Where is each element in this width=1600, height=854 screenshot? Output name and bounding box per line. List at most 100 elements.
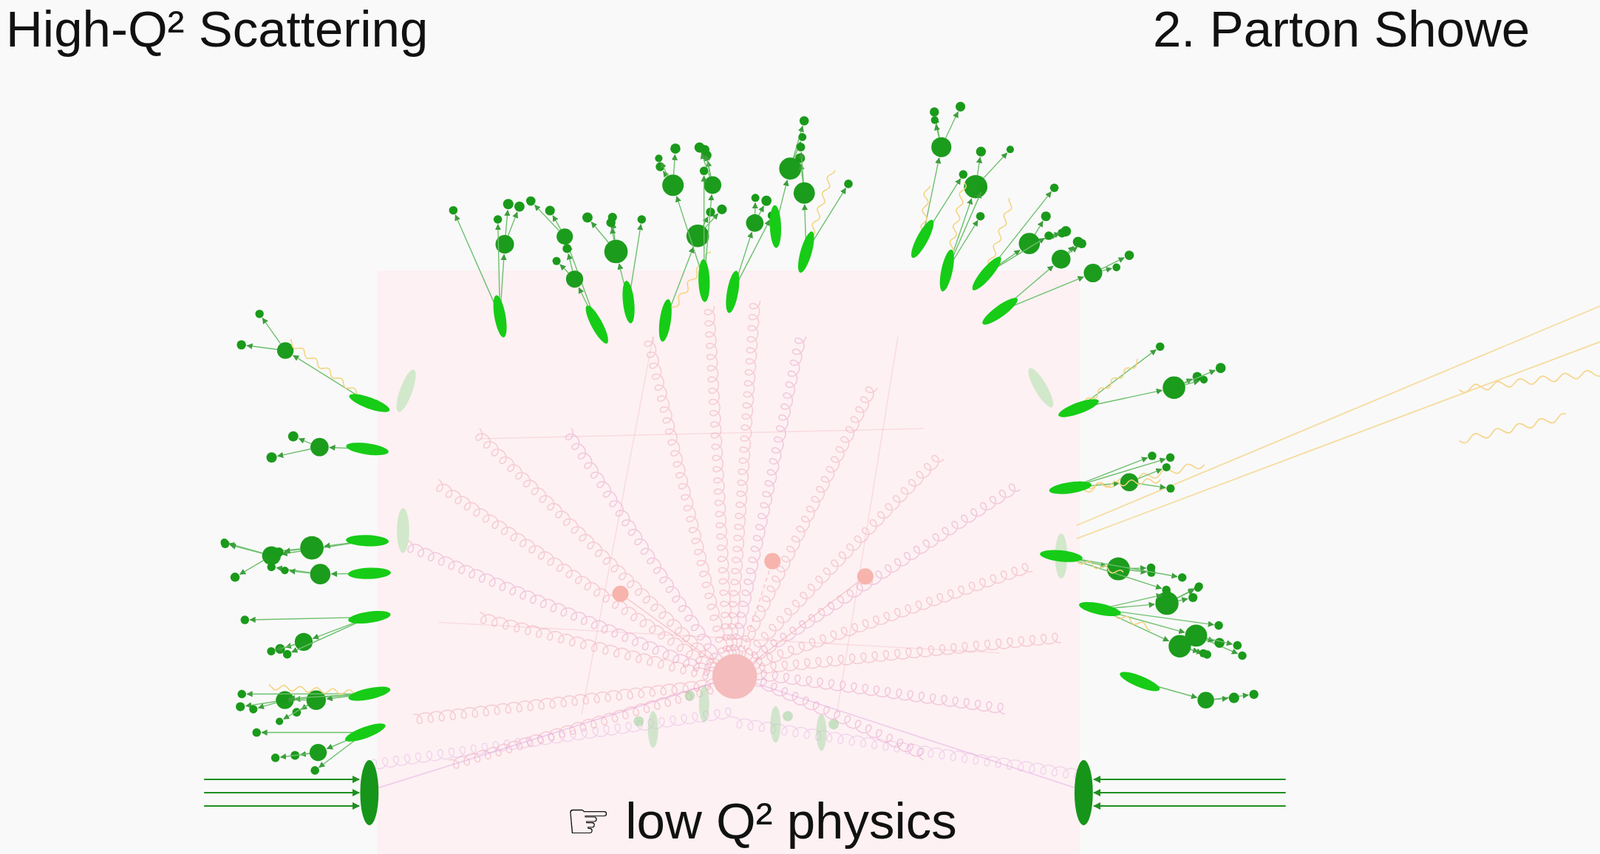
hadron xyxy=(1044,231,1054,241)
decay-product xyxy=(1076,238,1086,248)
hadron xyxy=(931,137,952,158)
hadron-track xyxy=(1214,698,1228,700)
photon-line xyxy=(291,339,370,404)
hadron-track xyxy=(286,699,307,702)
cluster xyxy=(348,567,391,581)
cluster-jet xyxy=(266,431,390,464)
parton-arrow xyxy=(203,778,360,781)
hadron-track xyxy=(1101,268,1112,271)
decay-product xyxy=(264,547,275,558)
cluster-jet xyxy=(1077,582,1247,660)
hard-vertex xyxy=(712,654,758,700)
decay-product xyxy=(929,107,940,117)
parton-line xyxy=(836,336,898,715)
photon-line xyxy=(1076,342,1600,539)
hadron-track xyxy=(1106,610,1215,626)
decay-product xyxy=(761,195,772,207)
decay-product xyxy=(1146,563,1156,573)
faint-cluster xyxy=(699,685,710,723)
hadron-track xyxy=(276,644,296,650)
hadron-track xyxy=(1068,246,1078,254)
faint-hadron xyxy=(684,690,695,702)
hadron-track xyxy=(299,438,312,445)
hadron-track xyxy=(1138,484,1166,489)
hadron-track xyxy=(1106,594,1163,608)
decay-product xyxy=(1200,376,1208,384)
cluster-jet xyxy=(235,684,392,726)
cluster xyxy=(342,719,388,745)
decay-product xyxy=(798,133,807,142)
hadron-track xyxy=(591,222,609,244)
hadron-track xyxy=(246,345,278,350)
hadron xyxy=(237,690,247,700)
cluster-jet xyxy=(656,204,728,343)
hadron-track xyxy=(560,264,569,273)
hadron-track xyxy=(1184,381,1199,386)
hadron xyxy=(556,228,573,245)
decay-product xyxy=(266,647,275,656)
hadron-track xyxy=(945,112,959,139)
decay-product xyxy=(1060,226,1071,237)
cluster-jet xyxy=(793,142,853,275)
hadron-track xyxy=(1076,458,1147,487)
hadron-track xyxy=(284,549,301,553)
hadron xyxy=(277,342,294,359)
hadron xyxy=(793,182,816,204)
hadron xyxy=(1166,453,1176,463)
cluster-jet xyxy=(769,116,810,249)
decay-product xyxy=(1112,263,1121,272)
cluster xyxy=(347,608,392,626)
hadron-track xyxy=(1184,370,1215,384)
hadron-track xyxy=(1137,469,1162,479)
faint-cluster xyxy=(392,368,420,415)
cluster-jet xyxy=(582,212,646,324)
section-heading: High-Q² Scattering xyxy=(2,1,431,58)
cluster-jet xyxy=(1048,451,1176,496)
secondary-vertex xyxy=(764,553,781,570)
cluster-jet xyxy=(526,196,612,347)
hadron xyxy=(637,215,646,224)
hadron xyxy=(976,212,986,221)
decay-product xyxy=(1124,250,1135,261)
hadron-track xyxy=(1083,349,1156,405)
hadron xyxy=(294,633,313,652)
decay-product xyxy=(931,116,939,124)
cluster-jet xyxy=(979,236,1134,329)
hadron-track xyxy=(293,355,365,400)
proton xyxy=(359,760,379,826)
cluster xyxy=(345,440,390,458)
hadron xyxy=(280,694,289,704)
cluster xyxy=(347,390,392,416)
faint-cluster xyxy=(816,714,827,752)
gluon-line xyxy=(734,633,1062,677)
cluster xyxy=(979,294,1021,329)
parton-arrow xyxy=(1093,792,1286,794)
decay-product xyxy=(514,201,525,213)
hadron-track xyxy=(983,152,1008,179)
decay-product xyxy=(236,340,247,351)
cluster xyxy=(1056,395,1102,421)
hadron-track xyxy=(289,571,311,574)
cluster xyxy=(581,303,612,346)
hadron-track xyxy=(229,543,263,554)
decay-product xyxy=(230,572,241,583)
parton-line xyxy=(581,336,654,715)
decay-product xyxy=(1041,211,1051,221)
hadron-track xyxy=(280,753,310,758)
gluon-line xyxy=(734,717,1084,780)
hadron xyxy=(240,615,250,625)
hadron-track xyxy=(935,124,939,138)
cluster xyxy=(1077,599,1122,620)
decay-product xyxy=(1215,362,1227,374)
decay-product xyxy=(1199,649,1208,658)
faint-hadron xyxy=(633,716,644,727)
decay-product xyxy=(266,452,278,463)
decay-product xyxy=(606,218,615,227)
hadron xyxy=(978,184,988,193)
decay-product xyxy=(552,257,561,266)
faint-hadron xyxy=(782,711,793,723)
decay-product xyxy=(716,204,727,215)
gluon-line xyxy=(724,300,761,677)
decay-product xyxy=(220,539,230,549)
